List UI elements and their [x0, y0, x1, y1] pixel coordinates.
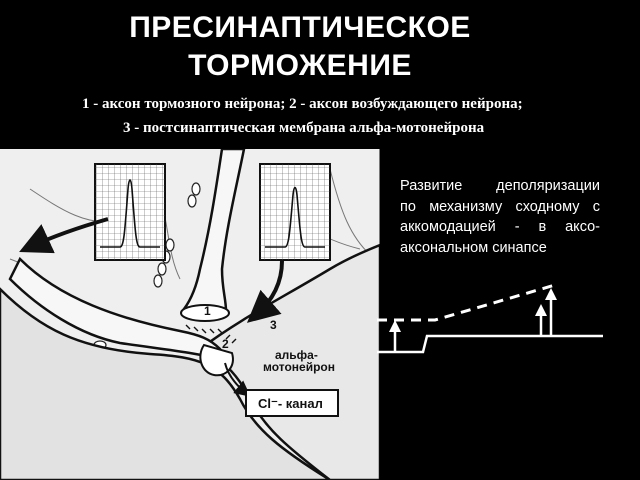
potential-arrow-1	[389, 320, 401, 352]
note-line-1: Развитие деполяризации	[400, 178, 600, 194]
arrow-to-synapse	[246, 260, 284, 323]
legend-line-1: 1 - аксон тормозного нейрона; 2 - аксон …	[82, 96, 523, 112]
membrane-potential-baseline	[377, 334, 603, 354]
label-2: 2	[222, 337, 229, 351]
synapse-diagram: 1 2 3 альфа- мотонейрон Cl⁻- канал	[0, 149, 380, 480]
potential-arrow-2	[535, 304, 547, 336]
note-line-4: аксональном синапсе	[400, 239, 547, 256]
oscilloscope-panel-right	[259, 163, 331, 261]
channel-box	[245, 389, 339, 417]
title-line-2: ТОРМОЖЕНИЕ	[188, 49, 412, 82]
channel-pointer-arrow	[224, 362, 251, 397]
action-potential-trace-right	[265, 186, 325, 248]
axon-2-terminal	[199, 343, 234, 377]
depolarization-note: Развитие деполяризации по механизму сход…	[400, 176, 600, 258]
potential-arrow-3	[545, 288, 557, 336]
synaptic-cleft-marks	[185, 324, 237, 344]
neuron-label-1: альфа-	[275, 348, 318, 362]
label-3: 3	[270, 318, 277, 332]
arrow-to-left	[19, 217, 109, 254]
neuron-label-2: мотонейрон	[263, 360, 335, 374]
channel-label: Cl⁻- канал	[258, 396, 323, 411]
axon-1-terminal	[180, 304, 230, 322]
label-1: 1	[204, 304, 211, 318]
legend-line-2: 3 - постсинаптическая мембрана альфа-мот…	[123, 120, 485, 136]
note-line-2: по механизму сходному с	[400, 198, 600, 215]
title-line-1: ПРЕСИНАПТИЧЕСКОЕ	[129, 11, 471, 44]
oscilloscope-panel-left	[94, 163, 166, 261]
depolarization-graph	[377, 283, 603, 354]
action-potential-trace-left	[100, 179, 160, 248]
depolarization-trend-dashed	[377, 283, 556, 322]
note-line-3: аккомодацией - в аксо-	[400, 219, 600, 235]
